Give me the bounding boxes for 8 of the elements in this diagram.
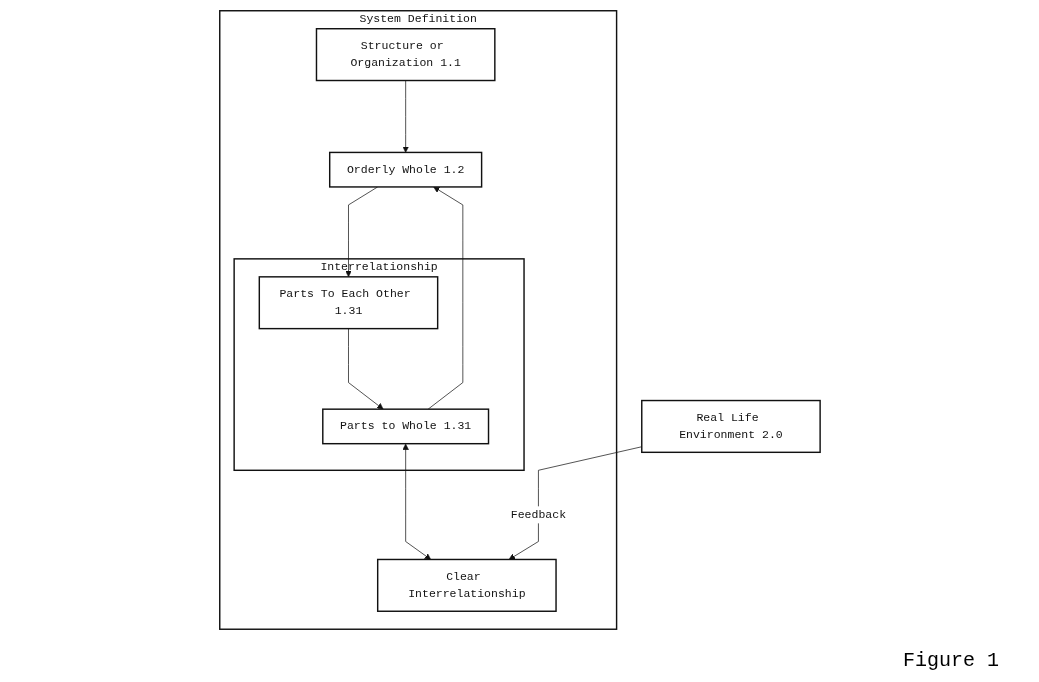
node-box: Real Life Environment 2.0 <box>640 399 821 454</box>
edge-label: Feedback <box>510 508 566 522</box>
node-box: Parts To Each Other 1.31 <box>258 276 438 330</box>
node-box: Orderly Whole 1.2 <box>328 151 482 188</box>
node-box: Parts to Whole 1.31 <box>321 408 489 445</box>
node-box: Structure or Organization 1.1 <box>315 28 496 82</box>
node-box: Clear Interrelationship <box>376 558 557 612</box>
figure-caption: Figure 1 <box>903 649 999 672</box>
